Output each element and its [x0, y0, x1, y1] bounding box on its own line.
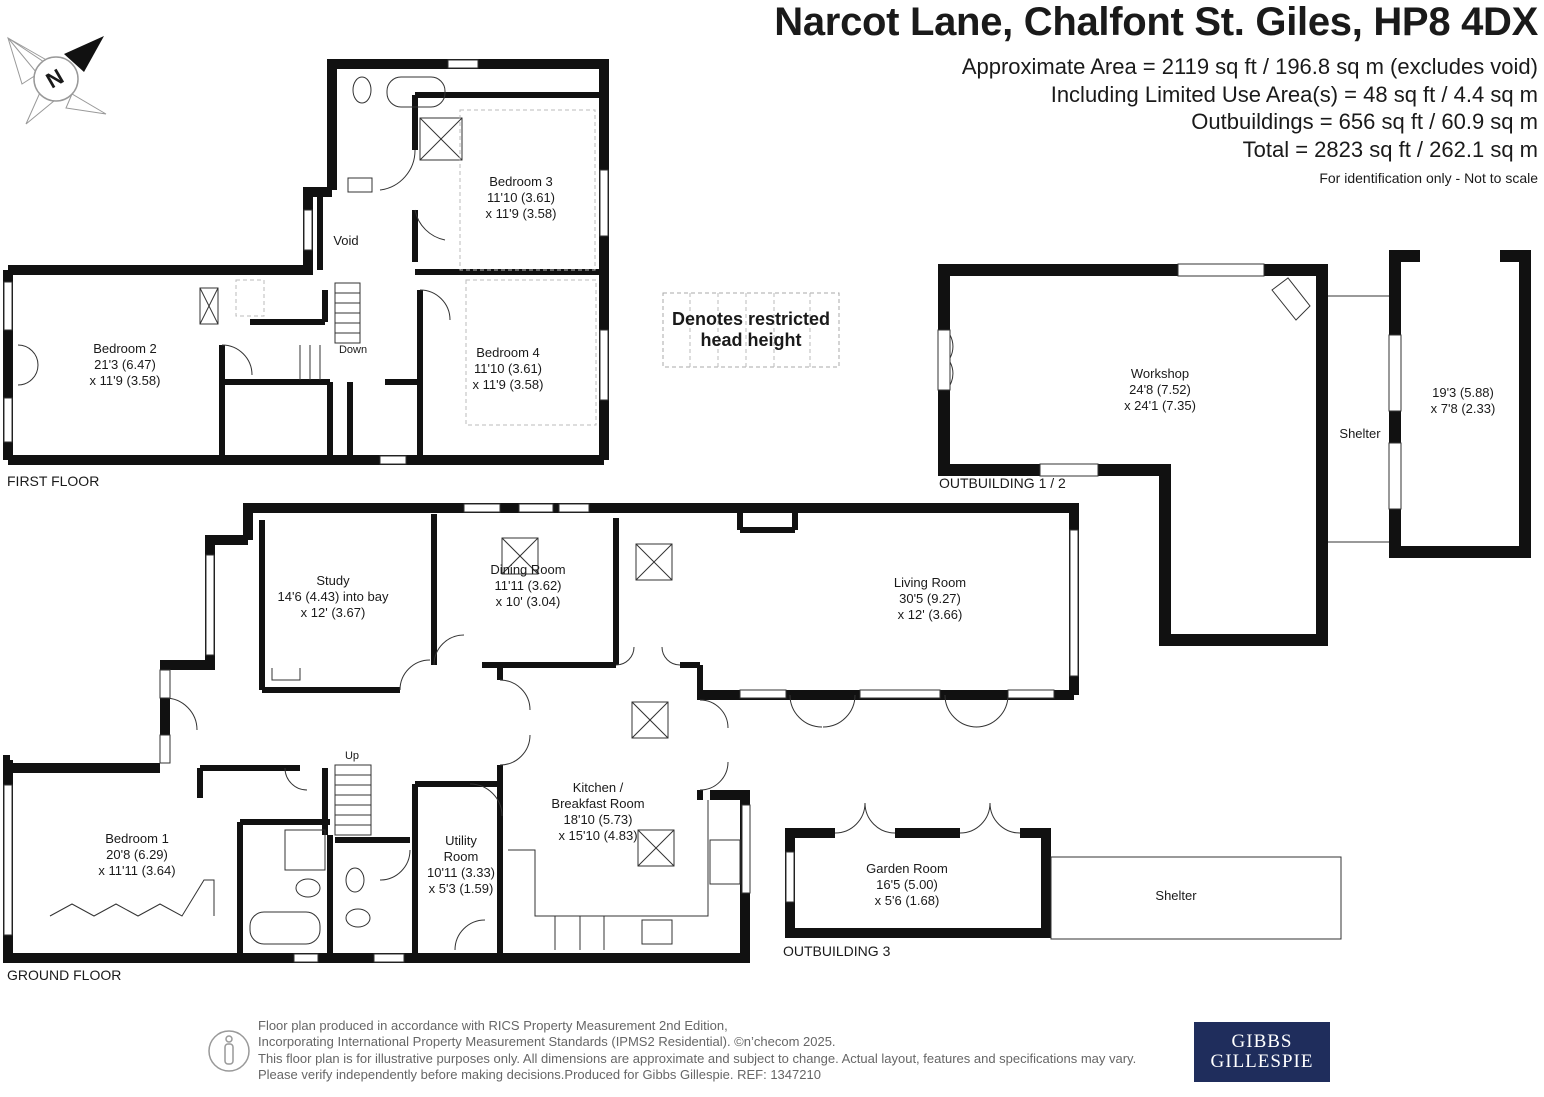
first-floor-label: FIRST FLOOR	[7, 473, 100, 489]
area-line: Total = 2823 sq ft / 262.1 sq m	[1242, 136, 1538, 162]
gibbs-gillespie-logo: GIBBS GILLESPIE	[1194, 1022, 1330, 1082]
room-name: Kitchen /	[572, 780, 624, 795]
room-dimension: x 11'9 (3.58)	[89, 373, 161, 388]
room-utility: Utility Room 10'11 (3.33) x 5'3 (1.59)	[427, 833, 495, 897]
compass-icon	[7, 36, 107, 125]
room-dimension: 11'11 (3.62)	[494, 578, 562, 593]
stairs-up-label: Up	[344, 750, 360, 762]
room-kitchen: Kitchen / Breakfast Room 18'10 (5.73) x …	[551, 780, 644, 844]
room-void: Void	[333, 233, 359, 248]
room-dimension: x 7'8 (2.33)	[1430, 401, 1496, 416]
room-outbuilding-2: 19'3 (5.88) x 7'8 (2.33)	[1431, 385, 1496, 417]
restricted-height-label: Denotes restricted head height	[671, 309, 831, 350]
room-bedroom-4: Bedroom 4 11'10 (3.61) x 11'9 (3.58)	[473, 345, 544, 393]
area-line: Including Limited Use Area(s) = 48 sq ft…	[1050, 81, 1538, 107]
room-dimension: x 12' (3.66)	[897, 607, 963, 622]
room-name: Living Room	[893, 575, 967, 590]
person-icon	[208, 1030, 250, 1072]
room-bedroom-3: Bedroom 3 11'10 (3.61) x 11'9 (3.58)	[486, 174, 557, 222]
room-name: Study	[316, 573, 350, 588]
room-bedroom-1: Bedroom 1 20'8 (6.29) x 11'11 (3.64)	[98, 831, 175, 879]
room-dimension: x 5'3 (1.59)	[428, 881, 494, 896]
room-dimension: x 11'11 (3.64)	[98, 863, 176, 878]
room-workshop: Workshop 24'8 (7.52) x 24'1 (7.35)	[1124, 366, 1196, 414]
room-dimension: 24'8 (7.52)	[1129, 382, 1191, 397]
footer-line: Floor plan produced in accordance with R…	[258, 1018, 728, 1033]
room-dining: Dining Room 11'11 (3.62) x 10' (3.04)	[490, 562, 565, 610]
area-summary: Approximate Area = 2119 sq ft / 196.8 sq…	[962, 53, 1538, 163]
room-dimension: x 11'9 (3.58)	[472, 377, 544, 392]
room-name: Dining Room	[490, 562, 566, 577]
footer-line: Please verify independently before makin…	[258, 1066, 821, 1082]
room-study: Study 14'6 (4.43) into bay x 12' (3.67)	[278, 573, 389, 621]
outbuilding-3-plan	[785, 828, 1051, 938]
logo-line: GILLESPIE	[1210, 1051, 1314, 1072]
room-dimension: x 24'1 (7.35)	[1124, 398, 1196, 413]
outbuilding-1-2-label: OUTBUILDING 1 / 2	[939, 475, 1066, 491]
outbuilding-3-label: OUTBUILDING 3	[783, 943, 891, 959]
room-dimension: x 10' (3.04)	[495, 594, 561, 609]
area-line: Outbuildings = 656 sq ft / 60.9 sq m	[1191, 109, 1538, 134]
room-shelter-1: Shelter	[1339, 426, 1381, 441]
room-dimension: x 5'6 (1.68)	[874, 893, 940, 908]
area-line: Approximate Area = 2119 sq ft / 196.8 sq…	[961, 54, 1538, 79]
room-name: Bedroom 3	[489, 174, 553, 189]
room-name: Utility	[445, 833, 477, 848]
room-dimension: 11'10 (3.61)	[473, 361, 543, 376]
room-garden: Garden Room 16'5 (5.00) x 5'6 (1.68)	[866, 861, 948, 909]
logo-line: GIBBS	[1231, 1031, 1293, 1052]
restricted-height-legend	[662, 292, 840, 368]
room-name: Bedroom 1	[105, 831, 169, 846]
room-dimension: 16'5 (5.00)	[876, 877, 938, 892]
room-dimension: x 11'9 (3.58)	[485, 206, 557, 221]
first-floor-plan	[3, 59, 609, 465]
room-dimension: 21'3 (6.47)	[94, 357, 156, 372]
room-name: Garden Room	[866, 861, 948, 876]
room-dimension: 11'10 (3.61)	[486, 190, 556, 205]
room-name: Bedroom 2	[93, 341, 157, 356]
room-dimension: 19'3 (5.88)	[1432, 385, 1494, 400]
property-title: Narcot Lane, Chalfont St. Giles, HP8 4DX	[774, 0, 1538, 44]
stairs-down-label: Down	[338, 344, 368, 356]
footer-line: This floor plan is for illustrative purp…	[258, 1050, 1137, 1066]
room-dimension: 18'10 (5.73)	[563, 812, 633, 827]
room-shelter-2: Shelter	[1155, 888, 1197, 903]
outbuilding-1-2-plan	[938, 250, 1531, 646]
room-living: Living Room 30'5 (9.27) x 12' (3.66)	[894, 575, 966, 623]
room-name: Breakfast Room	[551, 796, 645, 811]
room-name: Workshop	[1130, 366, 1190, 381]
ground-floor-label: GROUND FLOOR	[7, 967, 122, 983]
room-dimension: 30'5 (9.27)	[899, 591, 961, 606]
scale-note: For identification only - Not to scale	[1319, 170, 1538, 186]
room-dimension: 10'11 (3.33)	[426, 865, 496, 880]
room-dimension: x 12' (3.67)	[300, 605, 366, 620]
room-bedroom-2: Bedroom 2 21'3 (6.47) x 11'9 (3.58)	[90, 341, 161, 389]
footer-disclaimer: Floor plan produced in accordance with R…	[258, 1018, 1136, 1083]
room-dimension: 20'8 (6.29)	[106, 847, 168, 862]
footer-line: Incorporating International Property Mea…	[258, 1034, 836, 1050]
room-dimension: x 15'10 (4.83)	[558, 828, 638, 843]
room-name: Room	[443, 849, 479, 864]
room-name: Bedroom 4	[476, 345, 540, 360]
room-dimension: 14'6 (4.43) into bay	[277, 589, 389, 604]
